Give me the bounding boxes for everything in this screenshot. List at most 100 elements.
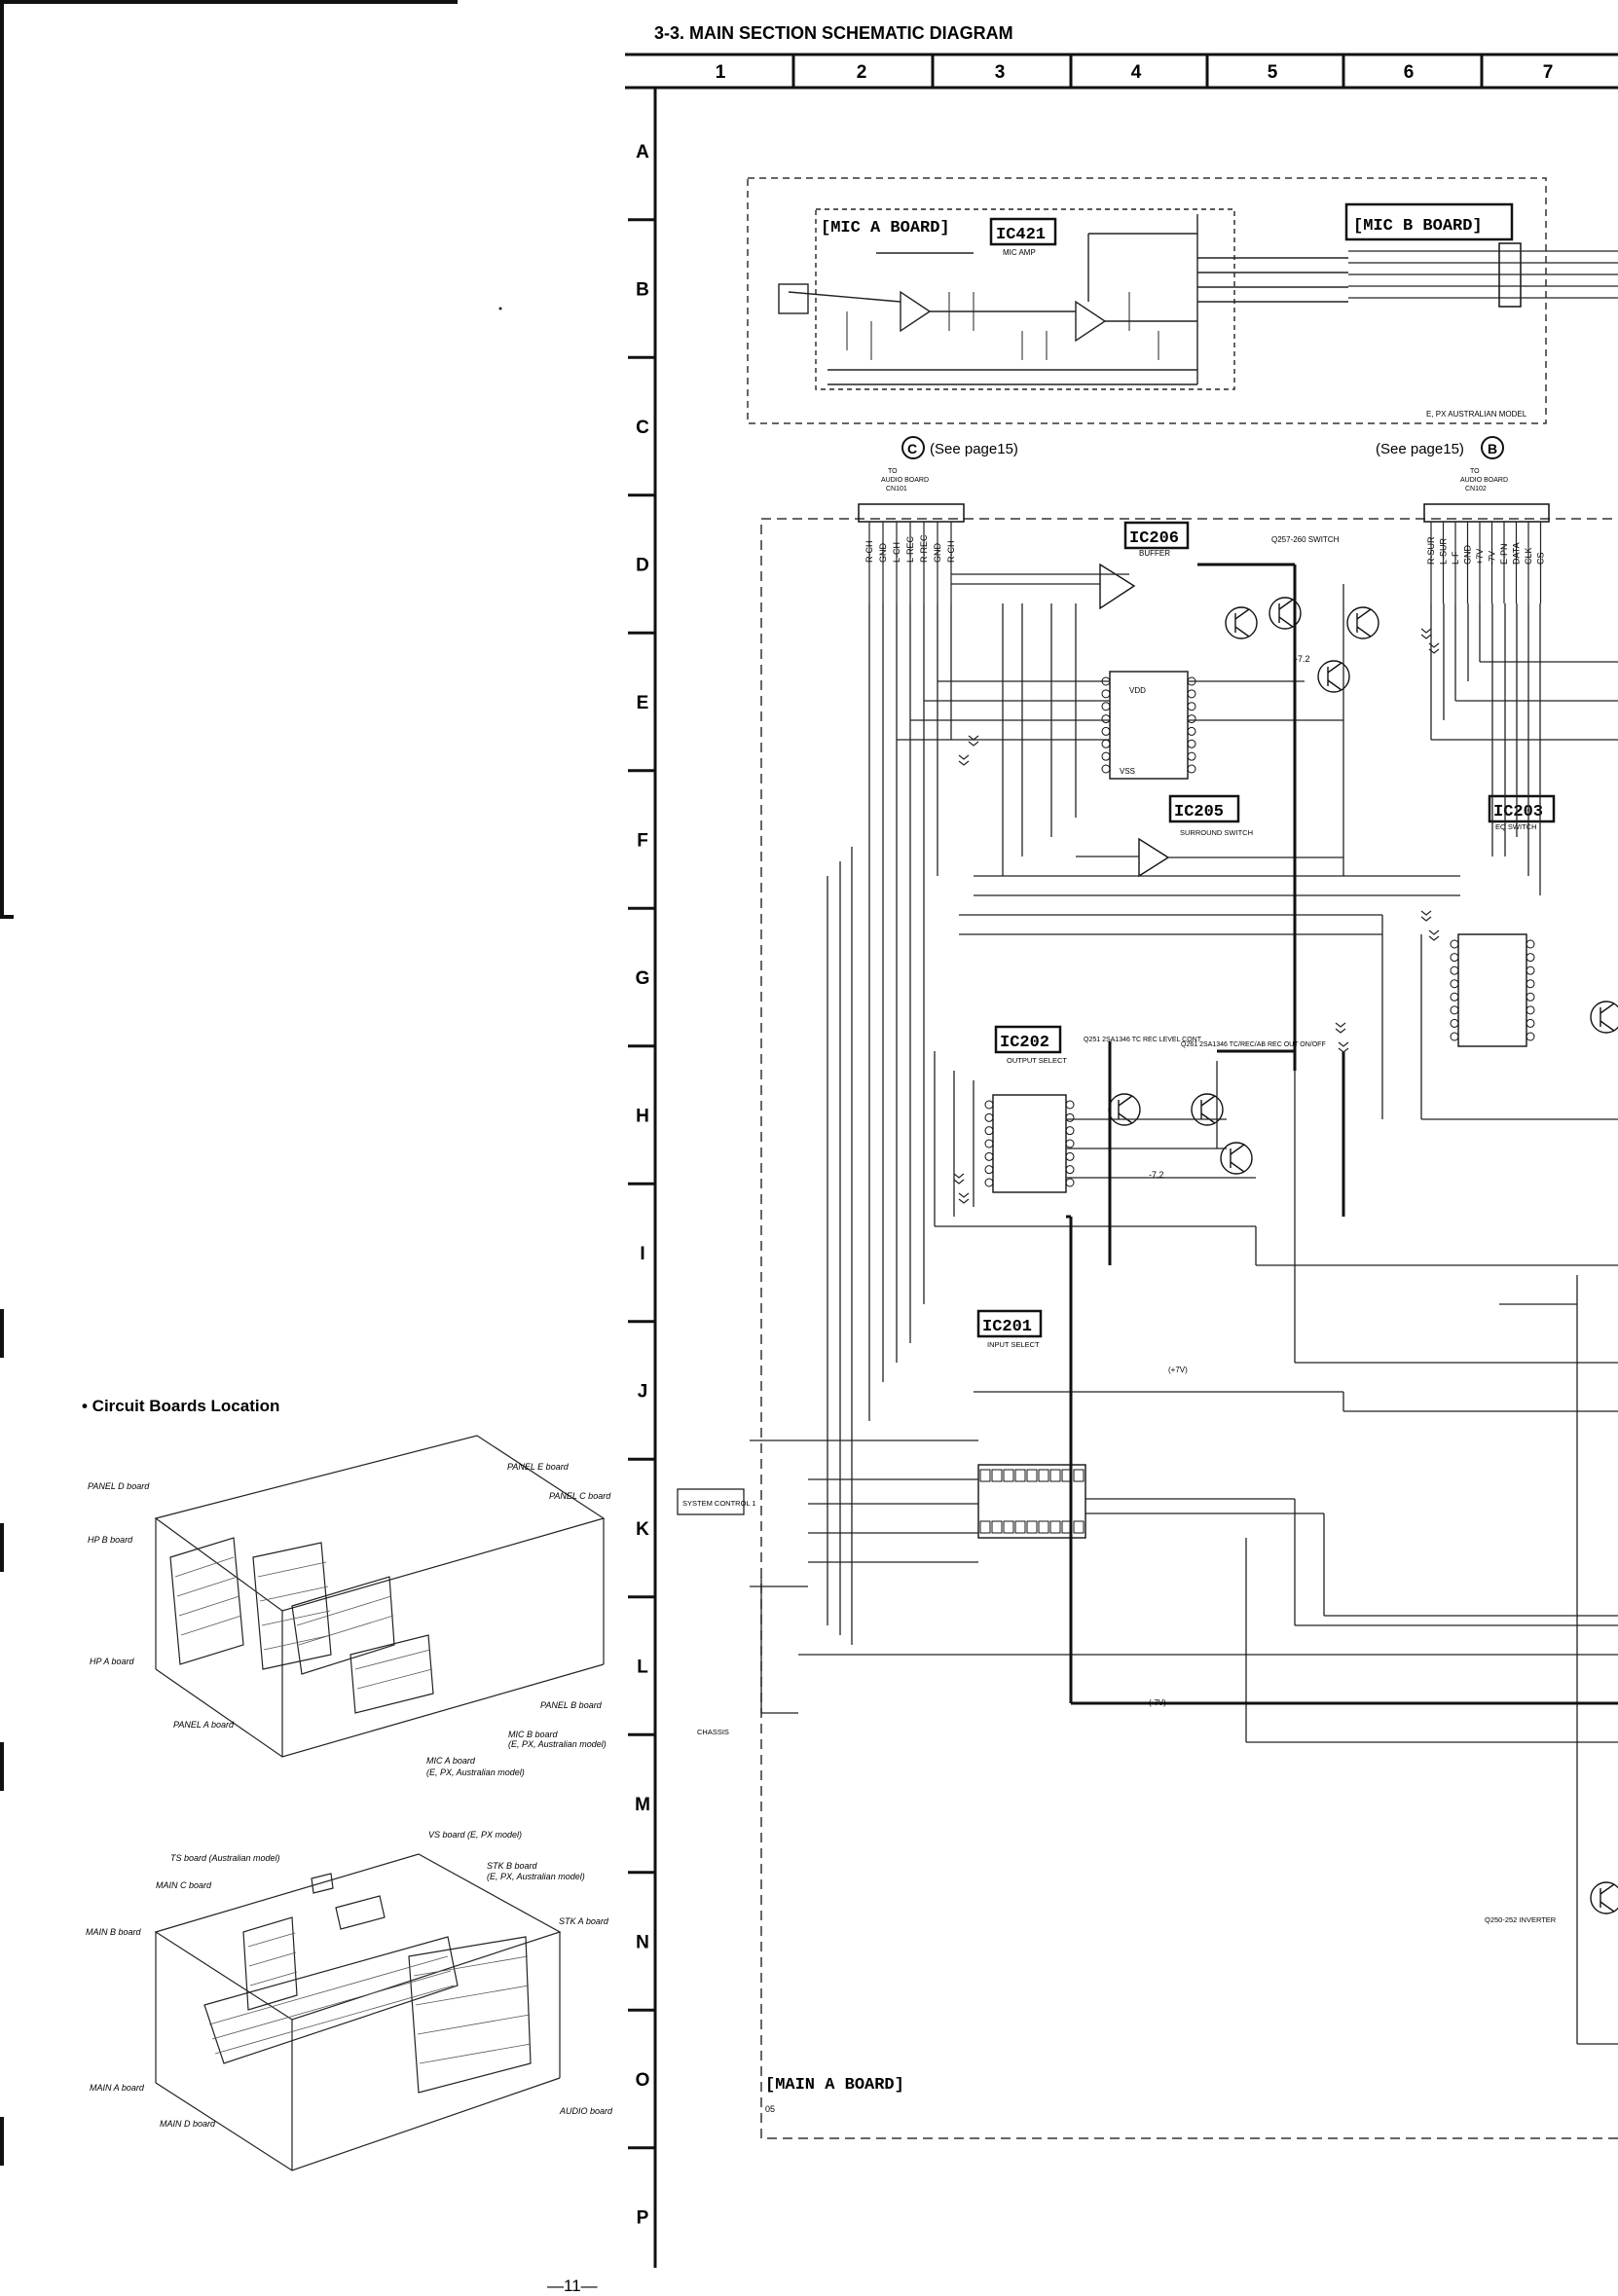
ref-b-text: (See page15)	[1376, 441, 1464, 457]
connector-pin-label: R-CH	[946, 541, 956, 564]
chip-pin	[1450, 953, 1459, 963]
transistor	[1191, 1093, 1224, 1126]
chip-pin	[1450, 979, 1459, 989]
board-label: PANEL B board	[540, 1700, 603, 1710]
transistor	[1220, 1142, 1253, 1175]
signal-chevron	[1428, 935, 1440, 941]
column-label: 4	[1131, 62, 1142, 83]
chip-pin	[1065, 1139, 1075, 1148]
chip-pin	[991, 1520, 1003, 1534]
chip-pin	[1101, 739, 1111, 748]
signal-chevron	[1428, 929, 1440, 935]
row-label: N	[636, 1933, 649, 1953]
mic-b-board-label: [MIC B BOARD]	[1353, 217, 1483, 236]
row-label: J	[638, 1382, 648, 1403]
board-label: VS board (E, PX model)	[428, 1830, 522, 1840]
chip-pin	[984, 1112, 994, 1122]
ref-c-circle	[901, 436, 925, 459]
left-edge-mark	[0, 2117, 4, 2166]
ref-b-sub1: TO	[1470, 468, 1480, 475]
connector-cn101	[858, 503, 965, 523]
chip-pin	[1065, 1178, 1075, 1187]
column-dividers	[791, 55, 1484, 88]
column-label: 5	[1268, 62, 1278, 83]
board-label: MIC A board	[426, 1756, 476, 1766]
chip-pin	[1526, 1005, 1535, 1015]
chip-pin	[1101, 714, 1111, 724]
ref-c-sub2: AUDIO BOARD	[881, 477, 929, 484]
transistor-emitter	[1600, 1901, 1615, 1913]
chip-pin	[1526, 966, 1535, 975]
chip-pin	[1065, 1165, 1075, 1175]
chip-pin	[1014, 1469, 1026, 1482]
row-label: K	[636, 1519, 649, 1540]
chip-pin	[1073, 1520, 1085, 1534]
signal-chevron	[968, 735, 979, 741]
transistor-collector	[1278, 599, 1294, 610]
ic421-label: IC421	[996, 226, 1046, 244]
signal-chevron	[1338, 1047, 1349, 1053]
connector-pin-label: L-F	[1451, 551, 1460, 565]
transistor-emitter	[1356, 626, 1372, 638]
chip-pin	[1187, 726, 1196, 736]
page-number: —11—	[547, 2277, 598, 2295]
rail-neg-label: (-7V)	[1149, 1698, 1166, 1707]
board-label: (E, PX, Australian model)	[508, 1739, 607, 1749]
transistor-emitter	[1200, 1112, 1216, 1124]
voltage-label: -7.2	[1149, 1170, 1164, 1180]
board-label: STK B board	[487, 1861, 538, 1871]
bottom-board-illustration	[154, 1853, 562, 2171]
chip-pin	[984, 1151, 994, 1161]
ic201-label: IC201	[982, 1318, 1032, 1336]
connector-pin-label: R-SUR	[1426, 536, 1436, 565]
ic201-desc: INPUT SELECT	[987, 1340, 1040, 1349]
chip-pin	[1450, 966, 1459, 975]
chip-pin	[984, 1178, 994, 1187]
ic202-label: IC202	[1000, 1034, 1049, 1052]
connector-pin-label: GND	[1463, 545, 1473, 565]
signal-chevron	[953, 1179, 965, 1184]
chip-pin	[1450, 939, 1459, 949]
stray-dot	[498, 307, 502, 310]
chip-pin	[991, 1469, 1003, 1482]
board-label: HP B board	[88, 1535, 133, 1545]
connector-pin-label: DATA	[1512, 542, 1522, 565]
chip-pin	[1526, 1032, 1535, 1041]
ic421-box	[989, 217, 1057, 246]
transistor-emitter	[1230, 1161, 1245, 1173]
q261-label: Q261 2SA1346 TC/REC/AB REC OUT ON/OFF	[1181, 1041, 1326, 1048]
chip-pin	[1526, 979, 1535, 989]
column-label: 1	[716, 62, 726, 83]
ic202-box	[994, 1025, 1062, 1054]
transistor	[1346, 606, 1379, 639]
transistor-collector	[1327, 662, 1342, 674]
connector-pin-label: E-PN	[1499, 543, 1509, 565]
board-label: PANEL C board	[549, 1491, 611, 1501]
signal-chevron	[953, 1173, 965, 1179]
left-edge-mark	[0, 1742, 4, 1791]
board-label: AUDIO board	[559, 2106, 613, 2116]
chip-pin	[1073, 1469, 1085, 1482]
chip-pin	[1014, 1520, 1026, 1534]
signal-chevron	[1420, 910, 1432, 916]
system-control-box	[677, 1488, 745, 1515]
chip-pin	[1026, 1520, 1038, 1534]
signal-chevron	[1335, 1022, 1346, 1028]
chip-pin	[1450, 1005, 1459, 1015]
circuit-boards-title: • Circuit Boards Location	[82, 1397, 279, 1415]
row-label: B	[636, 280, 649, 301]
chip-pin	[1065, 1126, 1075, 1136]
chip-pin	[1526, 953, 1535, 963]
transistor-collector	[1356, 608, 1372, 620]
chip-pin	[1101, 726, 1111, 736]
transistor-collector	[1200, 1095, 1216, 1107]
chip-pin	[1065, 1100, 1075, 1110]
chip-pin	[984, 1139, 994, 1148]
top-board-illustration	[154, 1435, 606, 1758]
ref-b-letter: B	[1488, 441, 1497, 456]
chip-pin	[1101, 764, 1111, 774]
top-edge-bar	[0, 0, 458, 4]
ic206-box	[1123, 521, 1190, 550]
